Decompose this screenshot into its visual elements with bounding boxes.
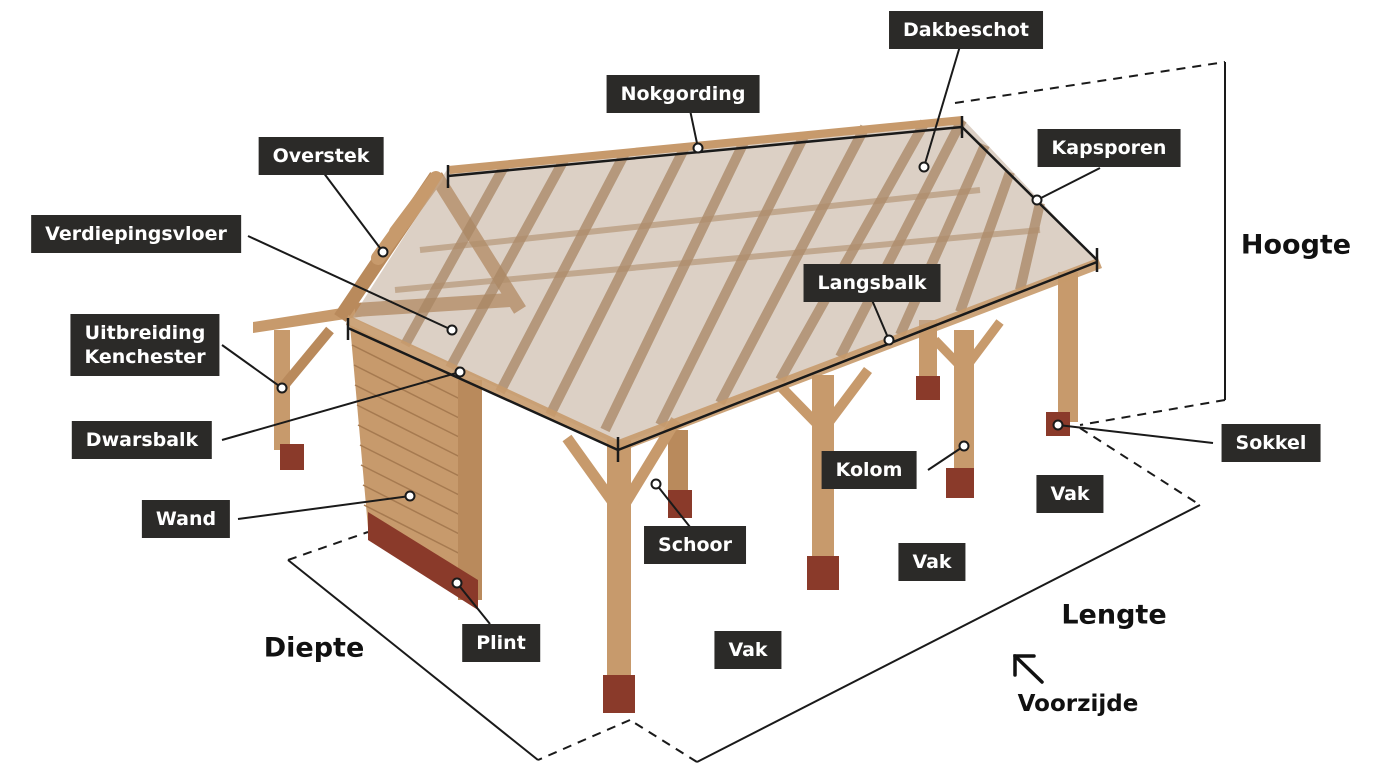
leader-lines bbox=[221, 45, 1214, 625]
label-vak-right: Vak bbox=[1036, 475, 1104, 513]
label-vak-middle: Vak bbox=[898, 543, 966, 581]
dimension-lengte: Lengte bbox=[1061, 599, 1167, 631]
label-schoor: Schoor bbox=[644, 526, 746, 564]
label-uitbreiding-kenchester: Uitbreiding Kenchester bbox=[70, 314, 220, 376]
dimension-diepte: Diepte bbox=[263, 632, 365, 664]
label-dakbeschot: Dakbeschot bbox=[889, 11, 1043, 49]
label-verdiepingsvloer: Verdiepingsvloer bbox=[31, 215, 241, 253]
label-nokgording: Nokgording bbox=[606, 75, 760, 113]
dimension-hoogte: Hoogte bbox=[1240, 229, 1352, 261]
label-vak-front: Vak bbox=[714, 631, 782, 669]
label-dwarsbalk: Dwarsbalk bbox=[71, 421, 213, 459]
label-plint: Plint bbox=[462, 624, 540, 662]
label-sokkel: Sokkel bbox=[1221, 424, 1321, 462]
extension-kenchester bbox=[253, 300, 392, 470]
label-overstek: Overstek bbox=[258, 137, 384, 175]
wall bbox=[350, 325, 482, 610]
direction-voorzijde: Voorzijde bbox=[1017, 691, 1139, 717]
label-kapsporen: Kapsporen bbox=[1037, 129, 1181, 167]
arrow-up-left-icon bbox=[1013, 654, 1044, 684]
overhang-rafters bbox=[371, 171, 443, 265]
label-kolom: Kolom bbox=[821, 451, 917, 489]
roof-edge-lines bbox=[346, 116, 1099, 462]
dimension-lines bbox=[287, 61, 1226, 763]
leader-dots bbox=[276, 142, 1064, 589]
label-langsbalk: Langsbalk bbox=[803, 264, 941, 302]
label-wand: Wand bbox=[141, 500, 231, 538]
roof bbox=[346, 116, 1102, 452]
